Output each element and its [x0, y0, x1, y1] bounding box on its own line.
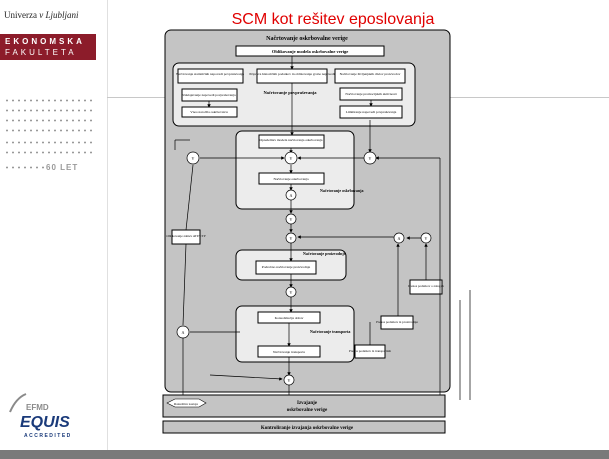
node-v-text: V — [290, 290, 293, 295]
node-a-supply — [285, 189, 297, 201]
node-v-right — [363, 151, 377, 165]
transport-data-label: Prenos podatkov iz transportnih — [349, 349, 391, 353]
node-a-left — [176, 325, 190, 339]
control-bar — [162, 420, 446, 434]
anniversary-label: 60 LET — [46, 163, 79, 172]
stock-handling-label: Razrešitve zastoja — [174, 402, 198, 406]
supply-planning-label: Načrtovanje oskrbovanja — [273, 177, 309, 181]
history-label: Priprava historičnih podatkov in oblikov… — [249, 72, 334, 76]
footer-bar — [0, 450, 609, 459]
statistical-forecast-label: Načrtovanje statističnih napovedi povpra… — [176, 72, 244, 76]
limitations-label: Limitiranje napovedi povpraševanja — [346, 110, 397, 114]
decorative-dots — [4, 165, 44, 170]
chain-model-box — [235, 45, 385, 57]
production-data-label: Prenos podatkov iz proizvodnje — [376, 320, 418, 324]
chain-model-label: Oblikovanje modela oskrbovalne verige — [272, 49, 348, 54]
lifecycle-label: Načrtovanje življenjskih ciklov proizvod… — [340, 72, 401, 76]
faculty-line-1: EKONOMSKA — [5, 37, 85, 46]
node-a-text: A — [398, 236, 401, 241]
university-name: Univerza v Ljubljani — [4, 10, 79, 20]
node-v-text: V — [425, 236, 428, 241]
decorative-dots — [4, 118, 96, 123]
demand-forecast-title: Načrtovanje povpraševanja — [263, 90, 317, 95]
decorative-dots — [4, 108, 96, 113]
transport-title: Načrtovanje transporta — [310, 329, 350, 334]
node-v-left — [186, 151, 200, 165]
node-a-text: A — [182, 330, 185, 335]
node-v-text: V — [290, 236, 293, 241]
university-prefix: Univerza — [4, 10, 37, 20]
node-a-text: A — [290, 193, 293, 198]
production-title: Načrtovanje proizvodnje — [303, 251, 346, 256]
node-v-bottom — [283, 374, 295, 386]
node-v-text: V — [288, 378, 291, 383]
consolidation-label: Konsolidacija dobav — [275, 316, 304, 320]
accredited-label: ACCREDITED — [24, 433, 72, 439]
efmd-label: EFMD — [26, 403, 49, 412]
planning-title: Načrtovanje oskrbovalne verige — [266, 36, 348, 42]
transport-planning-label: Načrtovanje transporta — [273, 350, 305, 354]
decorative-dots — [4, 128, 96, 133]
node-v-text: V — [192, 156, 195, 161]
production-detail-box — [255, 260, 317, 275]
supply-group — [235, 130, 355, 210]
node-v-production — [285, 232, 297, 244]
adjust-forecast-label: Usklajevanje napovedi povpraševanja — [182, 93, 236, 97]
equis-logo: EQUIS — [20, 414, 70, 431]
faculty-logo: EKONOMSKA FAKULTETA — [0, 34, 96, 60]
node-v-supply — [284, 151, 298, 165]
atp-label: Oblikovanje zahtev ATP/CTP — [166, 234, 205, 238]
decorative-dots — [4, 150, 96, 155]
promotions-label: Načrtovanje promocijskih aktivnosti — [345, 92, 396, 96]
execution-line-1: Izvajanje — [297, 401, 318, 406]
university-city: v Ljubljani — [39, 10, 79, 20]
node-v-text: V — [290, 217, 293, 222]
execution-line-2: oskrbovalne verige — [287, 408, 328, 413]
production-detail-label: Podrobno načrtovanje proizvodnje — [262, 265, 311, 269]
node-v-text: V — [369, 156, 372, 161]
order-entry-label: Vnos naročila oskrbovalcu — [190, 110, 228, 114]
efmd-swoosh-icon — [9, 393, 27, 413]
supply-definition-label: Opredelitev modela načrtovanja oskrbovan… — [260, 138, 323, 142]
node-v-mid — [285, 213, 297, 225]
decorative-dots — [4, 140, 96, 145]
statistical-forecast-box — [177, 68, 244, 84]
stock-handling-shape — [166, 398, 207, 408]
slide-title: SCM kot rešitev eposlovanja — [231, 11, 435, 28]
sidebar: Univerza v Ljubljani EKONOMSKA FAKULTETA… — [0, 0, 108, 459]
warehouse-data-label: Prenos podatkov o zalogah — [408, 284, 444, 288]
control-label: Kontroliranje izvajanja oskrbovalne veri… — [261, 426, 354, 431]
node-v-transport — [285, 286, 297, 298]
node-v-far-right — [420, 232, 432, 244]
node-a-right — [393, 232, 405, 244]
faculty-line-2: FAKULTETA — [5, 48, 77, 57]
supply-title: Načrtovanje oskrbovanja — [320, 188, 363, 193]
production-data-box — [380, 315, 414, 330]
node-v-text: V — [290, 156, 293, 161]
lifecycle-box — [334, 68, 406, 84]
decorative-dots — [4, 98, 96, 103]
execution-bar — [162, 394, 446, 418]
adjust-forecast-box — [181, 88, 238, 102]
